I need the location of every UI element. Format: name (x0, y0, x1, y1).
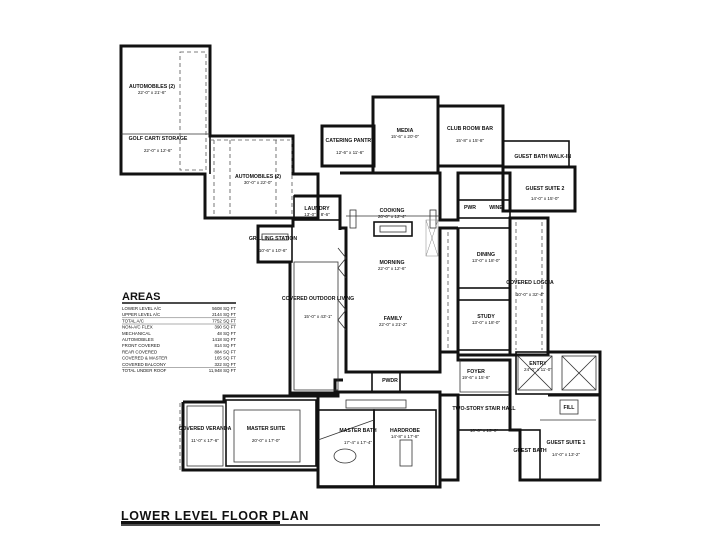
garage-wing (119, 44, 320, 220)
room-name-grilling: GRILLING STATION (249, 236, 297, 242)
areas-row-label: UPPER LEVEL A/C (122, 312, 160, 317)
areas-row-label: MECHANICAL (122, 331, 151, 336)
room-name-morning: MORNING (379, 260, 404, 266)
room-name-guest-bath-2: GUEST BATH (514, 154, 548, 160)
areas-row-value: 814 SQ FT (215, 343, 237, 348)
areas-row-value: 7752 SQ FT (212, 318, 236, 323)
areas-title: AREAS (122, 291, 161, 303)
room-dims-covered-outdoor: 15'-0" x 43'-1" (304, 314, 333, 319)
room-dims-automobiles-2-top: 22'-0" x 21'-6" (138, 90, 167, 95)
room-name-wine: WINE (489, 205, 503, 211)
room-dims-family: 22'-0" x 21'-2" (379, 322, 408, 327)
kitchen-features (346, 209, 440, 257)
room-name-guest-bath-1: GUEST BATH (513, 448, 547, 454)
room-dims-study: 13'-0" x 18'-0" (472, 320, 501, 325)
areas-row-label: AUTOMOBILES (122, 337, 154, 342)
room-name-automobiles-2-main: AUTOMOBILES (2) (235, 174, 281, 180)
room-name-guest-suite-2: GUEST SUITE 2 (526, 186, 565, 192)
room-dims-dining: 13'-0" x 18'-0" (472, 258, 501, 263)
room-dims-guest-suite-1: 14'-0" x 13'-2" (552, 452, 581, 457)
room-dims-entry: 24'-0" x 11'-0" (524, 367, 552, 372)
areas-row-value: 1418 SQ FT (212, 337, 236, 342)
room-name-club-room: CLUB ROOM/ BAR (447, 126, 493, 132)
room-dims-golf-cart: 22'-0" x 12'-6" (144, 148, 173, 153)
room-name-fill: FILL (564, 405, 576, 411)
areas-row-value: 11,948 SQ FT (209, 368, 237, 373)
room-name-covered-loggia: COVERED LOGGIA (506, 280, 554, 286)
room-dims-master-suite: 20'-0" x 17'-0" (252, 438, 281, 443)
room-dims-laundry: 13'-0" x 8'-6" (304, 212, 330, 217)
room-dims-club-room: 15'-8" x 15'-8" (456, 138, 485, 143)
room-dims-morning: 22'-0" x 12'-6" (378, 266, 407, 271)
areas-row-label: NON-A/C FLEX (122, 325, 153, 330)
areas-row-value: 48 SQ FT (217, 331, 236, 336)
room-dims-master-bath: 17'-4" x 17'-4" (344, 440, 373, 445)
room-dims-two-story: 10'-0" x 13'-0" (470, 428, 499, 433)
loggia-columns (447, 222, 543, 350)
room-name-laundry: LAUNDRY (304, 206, 330, 212)
room-dims-covered-veranda: 11'-0" x 17'-6" (191, 438, 219, 443)
room-dims-grilling: 10'-6" x 10'-6" (259, 248, 288, 253)
areas-row-label: TOTAL A/C (122, 318, 144, 323)
room-dims-cooking: 20'-0" x 12'-4" (378, 214, 407, 219)
room-name-automobiles-2-top: AUTOMOBILES (2) (129, 84, 175, 90)
areas-row-value: 884 SQ FT (215, 349, 237, 354)
areas-row-label: FRONT COVERED (122, 343, 160, 348)
room-name-family: FAMILY (384, 316, 403, 322)
room-name-pwr: PWR (464, 205, 476, 211)
room-dims-covered-loggia: 10'-0" x 32'-4" (516, 292, 545, 297)
room-name-entry: ENTRY (529, 361, 547, 367)
room-labels: AUTOMOBILES (2) 22'-0" x 21'-6" GOLF CAR… (129, 84, 586, 457)
room-dims-catering-pantry: 12'-6" x 11'-6" (336, 150, 364, 155)
areas-row-label: REAR COVERED (122, 349, 157, 354)
areas-row-value: 322 SQ FT (215, 362, 237, 367)
room-dims-media: 15'-6" x 20'-0" (391, 134, 420, 139)
room-name-covered-outdoor: COVERED OUTDOOR LIVING (282, 296, 354, 302)
areas-row-label: COVERED BALCONY (122, 362, 166, 367)
areas-row-label: TOTAL UNDER ROOF (122, 368, 167, 373)
room-name-study: STUDY (477, 314, 495, 320)
areas-row-value: 390 SQ FT (215, 325, 237, 330)
areas-row-label: COVERED & MASTER (122, 356, 167, 361)
covered-outdoor-area (257, 225, 347, 391)
room-name-master-bath: MASTER BATH (339, 428, 377, 434)
room-name-guest-suite-1: GUEST SUITE 1 (547, 440, 586, 446)
plan-title: LOWER LEVEL FLOOR PLAN (121, 509, 309, 523)
room-name-master-suite: MASTER SUITE (247, 426, 286, 432)
room-name-cooking: COOKING (380, 208, 405, 214)
room-name-foyer: FOYER (467, 369, 485, 375)
room-name-pwdr: PWDR (382, 378, 398, 384)
plan-title-block: LOWER LEVEL FLOOR PLAN (121, 509, 600, 526)
areas-row-value: 165 SQ FT (215, 356, 237, 361)
room-name-walk-in: WALK-IN (549, 154, 571, 160)
room-name-two-story: TWO-STORY STAIR HALL (452, 406, 516, 412)
areas-row-value: 5608 SQ FT (212, 306, 236, 311)
room-name-golf-cart: GOLF CART/ STORAGE (129, 136, 188, 142)
room-name-dining: DINING (477, 252, 495, 258)
master-wing (179, 390, 460, 489)
room-name-media: MEDIA (397, 128, 414, 134)
room-name-catering-pantry: CATERING PANTRY (326, 138, 375, 144)
guest-suite-1-wing (508, 393, 602, 482)
room-name-covered-veranda: COVERED VERANDA (179, 426, 232, 432)
room-dims-guest-suite-2: 14'-0" x 15'-0" (531, 196, 560, 201)
room-dims-automobiles-2-main: 30'-0" x 22'-0" (244, 180, 273, 185)
room-name-hardrobe: HARDROBE (390, 428, 421, 434)
areas-table: AREAS LOWER LEVEL A/C 5608 SQ FT UPPER LEV… (122, 291, 236, 373)
room-dims-hardrobe: 14'-8" x 17'-8" (391, 434, 420, 439)
areas-rows: LOWER LEVEL A/C 5608 SQ FT UPPER LEVEL A/C… (122, 306, 236, 373)
areas-row-label: LOWER LEVEL A/C (122, 306, 161, 311)
areas-row-value: 2144 SQ FT (212, 312, 236, 317)
room-dims-foyer: 19'-6" x 15'-6" (462, 375, 491, 380)
main-house-outline (256, 95, 602, 397)
